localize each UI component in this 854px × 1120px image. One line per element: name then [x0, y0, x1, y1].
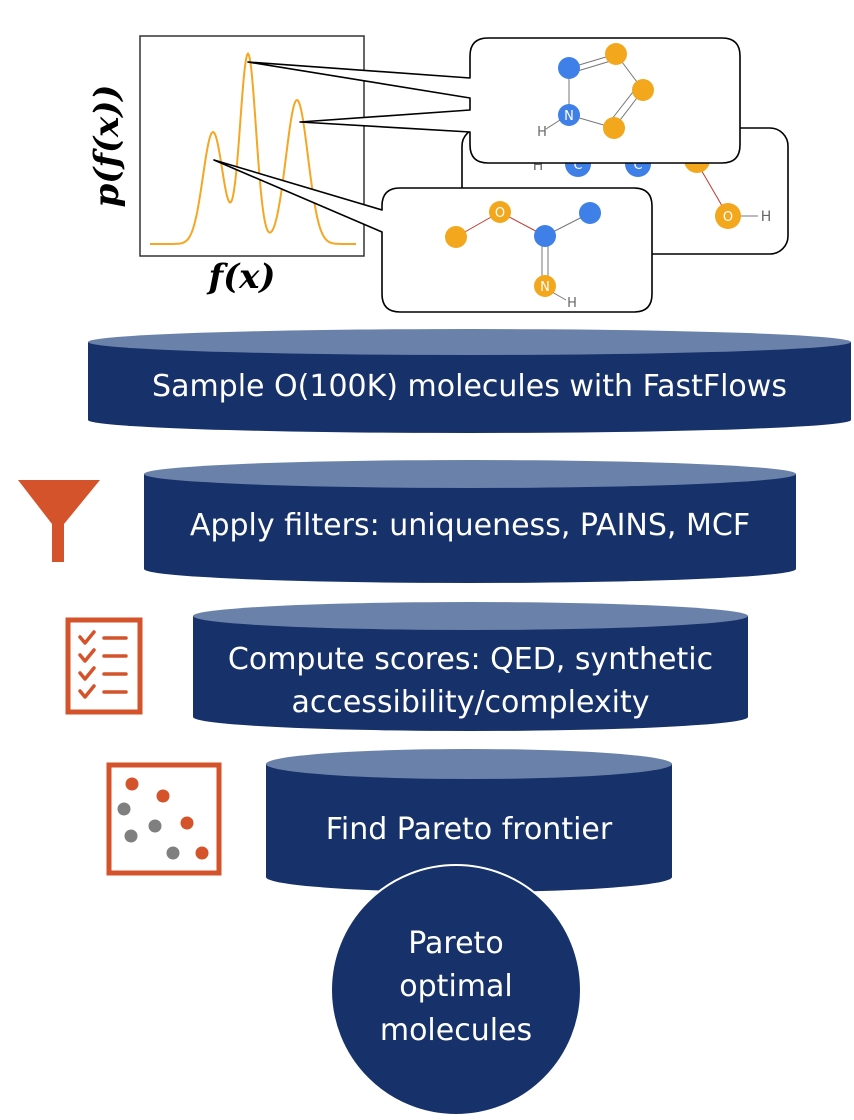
score-stage: Compute scores: QED, synthetic accessibil… [193, 602, 748, 731]
atom-n [558, 104, 580, 126]
atom-label: C [573, 158, 582, 173]
atom-c [603, 117, 625, 139]
atom-label: O [723, 210, 733, 225]
stage-label: Apply filters: uniqueness, PAINS, MCF [190, 508, 750, 543]
stage-label: accessibility/complexity [291, 685, 649, 720]
atom-o [715, 203, 741, 229]
funnel-icon [18, 480, 100, 562]
atom-label: H [533, 158, 544, 174]
atom-label: C [633, 158, 642, 173]
atom-label: H [567, 296, 577, 311]
atom-c [445, 226, 467, 248]
atom-label: H [761, 209, 772, 225]
stage-label: Sample O(100K) molecules with FastFlows [152, 369, 787, 404]
atom-c [579, 202, 601, 224]
stage-label: Compute scores: QED, synthetic [228, 642, 713, 677]
atom-o [489, 201, 511, 223]
atom-c [632, 79, 654, 101]
stage-label: Find Pareto frontier [326, 812, 613, 847]
checklist-icon [65, 617, 143, 715]
scatter-plot-icon [106, 762, 222, 876]
stage-body [88, 342, 851, 433]
stage-top [193, 602, 748, 630]
molecule-callout-top: N H [247, 37, 741, 164]
pareto-stage: Find Pareto frontier [266, 749, 672, 892]
stage-body [193, 616, 748, 731]
stage-top [144, 460, 796, 488]
pareto-optimal-result: Pareto optimal molecules [330, 864, 582, 1116]
atom-c [558, 57, 580, 79]
result-line: molecules [380, 1013, 532, 1048]
funnel-stages: Sample O(100K) molecules with FastFlowsA… [88, 329, 851, 892]
result-line: Pareto [408, 926, 503, 961]
atom-c [534, 225, 556, 247]
stage-top [266, 749, 672, 779]
atom-label: N [564, 109, 574, 124]
atom-n [534, 275, 556, 297]
molecule-callout-bottom: O N H [213, 159, 653, 313]
density-plot: p(f(x)) f(x) [87, 35, 365, 297]
filter-stage: Apply filters: uniqueness, PAINS, MCF [144, 460, 796, 583]
density-curve [150, 51, 356, 245]
sample-stage: Sample O(100K) molecules with FastFlows [88, 329, 851, 433]
atom-label: N [540, 280, 550, 295]
y-axis-label: p(f(x)) [87, 84, 127, 207]
stage-top [88, 329, 851, 355]
atom-label: H [537, 125, 547, 140]
stage-body [266, 764, 672, 892]
x-axis-label: f(x) [206, 257, 275, 297]
atom-c [605, 43, 627, 65]
stage-body [144, 474, 796, 583]
result-line: optimal [399, 969, 512, 1004]
atom-label: O [495, 206, 505, 221]
